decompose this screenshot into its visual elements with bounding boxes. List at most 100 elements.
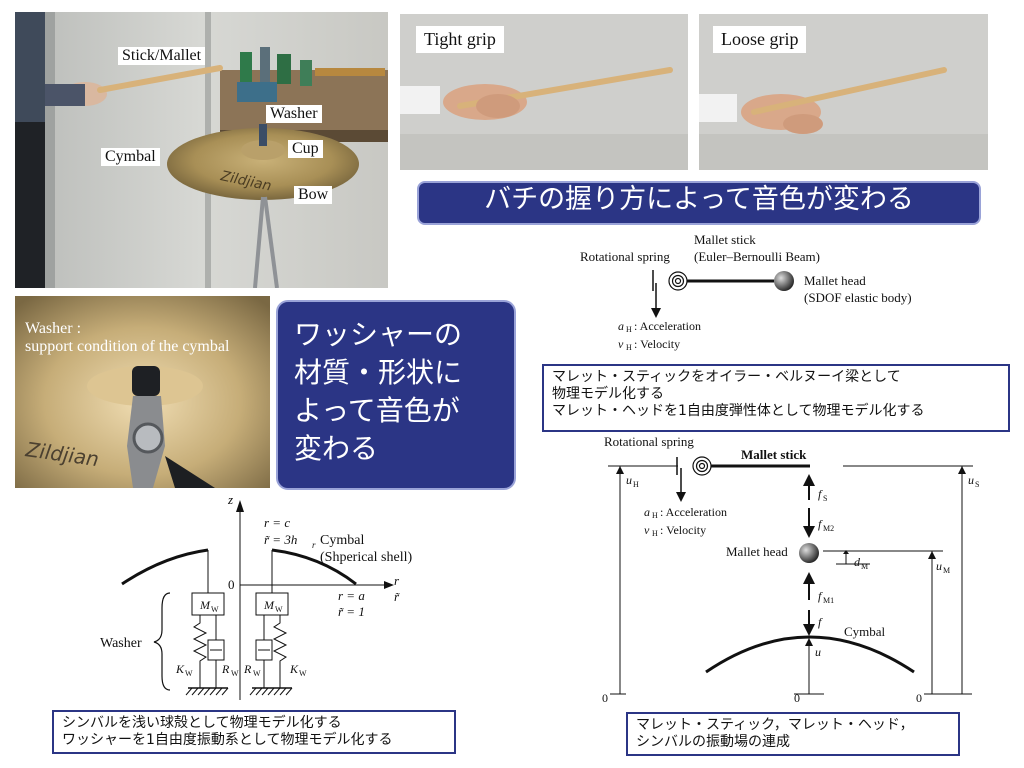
vel-subscript: H <box>626 343 632 352</box>
origin-zero: 0 <box>228 577 235 592</box>
cup-label: Cup <box>288 140 323 158</box>
spring-icon-2 <box>692 456 712 476</box>
accel-symbol-2: a <box>644 505 650 519</box>
mallet-model-note: マレット・スティックをオイラー・ベルヌーイ梁として 物理モデル化する マレット・… <box>542 364 1010 432</box>
fM1-symbol: f <box>818 589 823 603</box>
washer-caption-line2: 材質・形状に <box>294 356 463 389</box>
vel-subscript-2: H <box>652 529 658 538</box>
fM1-subscript: M1 <box>823 596 834 605</box>
washer-caption-line1: ワッシャーの <box>294 318 463 351</box>
mass-right-symbol: M <box>263 598 275 612</box>
fS-subscript: S <box>823 494 827 503</box>
mallet-head-ball <box>774 271 794 291</box>
ground-hatch <box>185 687 293 696</box>
tight-grip-photo: Tight grip <box>400 14 688 170</box>
accel-subscript: H <box>626 325 632 334</box>
mallet-note-line2: 物理モデル化する <box>552 386 664 402</box>
down-arrow-icon-2 <box>676 492 686 502</box>
spring-left <box>192 615 208 688</box>
acceleration-label: : Acceleration <box>634 319 701 333</box>
f-symbol: f <box>818 615 823 629</box>
velocity-label-2: : Velocity <box>660 523 706 537</box>
washer-model-diagram: z r r̃ 0 r = c r̃ = 3h r Cymbal (Shperic… <box>100 492 412 700</box>
up-arrow-icon <box>803 474 815 486</box>
washer-photo-label-line2: support condition of the cymbal <box>25 338 230 355</box>
fM2-symbol: f <box>818 517 823 531</box>
uH-symbol: u <box>626 473 632 487</box>
mallet-note-line1: マレット・スティックをオイラー・ベルヌーイ梁として <box>552 369 901 385</box>
r-tilde-3h-subscript: r <box>312 540 316 550</box>
mallet-stick-label-2: Mallet stick <box>741 447 807 462</box>
mass-left-symbol: M <box>199 598 211 612</box>
rotational-spring-label: Rotational spring <box>580 249 670 264</box>
washer-caption-line4: 変わる <box>294 432 379 465</box>
washer-model-label: Washer <box>100 636 142 651</box>
loose-grip-label: Loose grip <box>713 26 807 53</box>
spherical-shell-label: (Shperical shell) <box>320 550 412 565</box>
loose-grip-image <box>699 14 988 170</box>
spring-right-symbol: K <box>289 662 299 676</box>
mass-right-subscript: W <box>275 605 283 614</box>
cymbal-label-3: Cymbal <box>320 533 364 548</box>
spring-right <box>272 615 288 688</box>
mallet-note-line3: マレット・ヘッドを1自由度弾性体として物理モデル化する <box>552 403 925 419</box>
u-symbol: u <box>815 645 821 659</box>
washer-image: Zildjian <box>15 296 270 488</box>
coupled-note-line1: マレット・スティック，マレット・ヘッド， <box>636 717 914 733</box>
down-arrow-icon-3 <box>803 526 815 538</box>
zero-right: 0 <box>916 691 922 705</box>
euler-bernoulli-label: (Euler–Bernoulli Beam) <box>694 249 820 264</box>
mallet-model-diagram: Mallet stick Rotational spring (Euler–Be… <box>580 232 912 352</box>
dM-symbol: d <box>854 555 861 569</box>
washer-note-line1: シンバルを浅い球殻として物理モデル化する <box>62 715 342 731</box>
washer-photo: Zildjian Washer : support condition of t… <box>15 296 270 488</box>
mallet-head-label: Mallet head <box>804 273 866 288</box>
uH-subscript: H <box>633 480 639 489</box>
fM2-subscript: M2 <box>823 524 834 533</box>
damper-right-subscript: W <box>253 669 261 678</box>
uS-symbol: u <box>968 473 974 487</box>
washer-brace <box>153 592 171 691</box>
dM-subscript: M <box>861 562 868 571</box>
r-axis-label: r <box>394 573 400 588</box>
zero-center: 0 <box>794 691 800 705</box>
r-eq-c-label: r = c <box>264 515 290 530</box>
mass-block-left <box>191 592 225 616</box>
stick-mallet-label: Stick/Mallet <box>118 47 206 65</box>
vel-symbol: v <box>618 337 624 351</box>
washer-note-line2: ワッシャーを1自由度振動系として物理モデル化する <box>62 732 393 748</box>
mallet-stick-label: Mallet stick <box>694 232 756 247</box>
cymbal-label: Cymbal <box>101 148 160 166</box>
loose-grip-photo: Loose grip <box>699 14 988 170</box>
washer-model-note: シンバルを浅い球殻として物理モデル化する ワッシャーを1自由度振動系として物理モ… <box>52 710 456 754</box>
damper-left-symbol: R <box>221 662 230 676</box>
cymbal-label-2: Cymbal <box>844 624 886 639</box>
accel-subscript-2: H <box>652 511 658 520</box>
grip-caption: バチの握り方によって音色が変わる <box>417 181 981 225</box>
mass-left-subscript: W <box>211 605 219 614</box>
rotational-spring-label-2: Rotational spring <box>604 434 694 449</box>
spring-left-subscript: W <box>185 669 193 678</box>
accel-symbol: a <box>618 319 624 333</box>
uS-subscript: S <box>975 480 979 489</box>
washer-caption: ワッシャーの 材質・形状に よって音色が 変わる <box>276 300 516 490</box>
coupled-note-line2: シンバルの振動場の連成 <box>636 734 790 750</box>
z-axis-label: z <box>227 492 233 507</box>
vel-symbol-2: v <box>644 523 650 537</box>
tight-grip-label: Tight grip <box>416 26 504 53</box>
washer-photo-label-line1: Washer : <box>25 320 82 337</box>
shell-arc-right <box>271 548 357 586</box>
uM-subscript: M <box>943 566 950 575</box>
spring-left-symbol: K <box>175 662 185 676</box>
r-tilde-1-label: r̃ = 1 <box>338 604 365 619</box>
spring-right-subscript: W <box>299 669 307 678</box>
washer-caption-line3: よって音色が <box>294 394 460 427</box>
uM-symbol: u <box>936 559 942 573</box>
r-tilde-axis-label: r̃ <box>394 589 401 604</box>
mallet-head-label-2: Mallet head <box>726 544 788 559</box>
fS-symbol: f <box>818 487 823 501</box>
bow-label: Bow <box>294 186 333 204</box>
up-arrow-icon-2 <box>803 572 815 584</box>
coupled-model-diagram: Rotational spring Mallet stick u H 0 u S… <box>602 434 979 705</box>
r-tilde-3h-label: r̃ = 3h <box>264 532 297 547</box>
